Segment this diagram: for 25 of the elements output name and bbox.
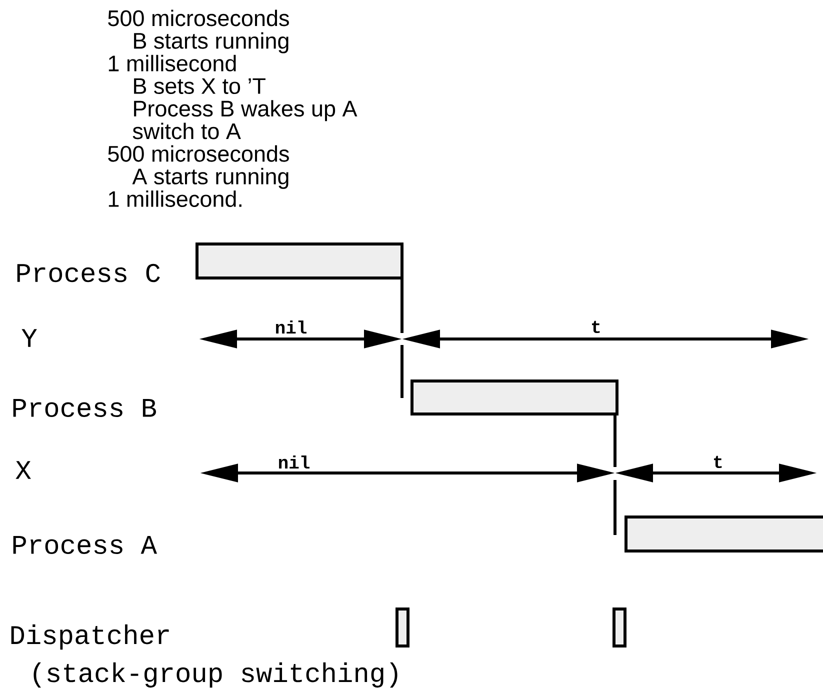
row-label: X bbox=[16, 461, 31, 479]
row-label: Process C bbox=[17, 264, 160, 282]
row-label: Dispatcher bbox=[11, 624, 169, 650]
timeline-bar bbox=[196, 242, 404, 280]
timeline-bar bbox=[410, 380, 618, 416]
interval-label: t bbox=[592, 320, 600, 334]
note-text: Process B wakes up A bbox=[134, 100, 358, 122]
note-text: 500 microseconds bbox=[108, 145, 289, 162]
note-text: 1 millisecond bbox=[108, 54, 236, 72]
row-label: Y bbox=[22, 329, 37, 347]
dispatcher-bar bbox=[396, 608, 410, 648]
note-text: 1 millisecond. bbox=[108, 190, 242, 208]
row-label: Process B bbox=[13, 398, 156, 418]
note-text: B sets X to ’T bbox=[134, 78, 266, 94]
note-text: B starts running bbox=[134, 32, 288, 54]
caption: (stack-group switching) bbox=[34, 662, 398, 688]
note-text: A starts running bbox=[132, 168, 288, 189]
interval-label: nil bbox=[279, 455, 310, 469]
interval-label: t bbox=[714, 456, 722, 468]
dispatcher-bar bbox=[612, 608, 626, 648]
row-label: Process A bbox=[13, 536, 157, 554]
note-text: 500 microseconds bbox=[108, 10, 289, 26]
note-text: switch to A bbox=[132, 122, 241, 140]
interval-label: nil bbox=[276, 320, 306, 334]
timeline-bar bbox=[624, 516, 823, 552]
